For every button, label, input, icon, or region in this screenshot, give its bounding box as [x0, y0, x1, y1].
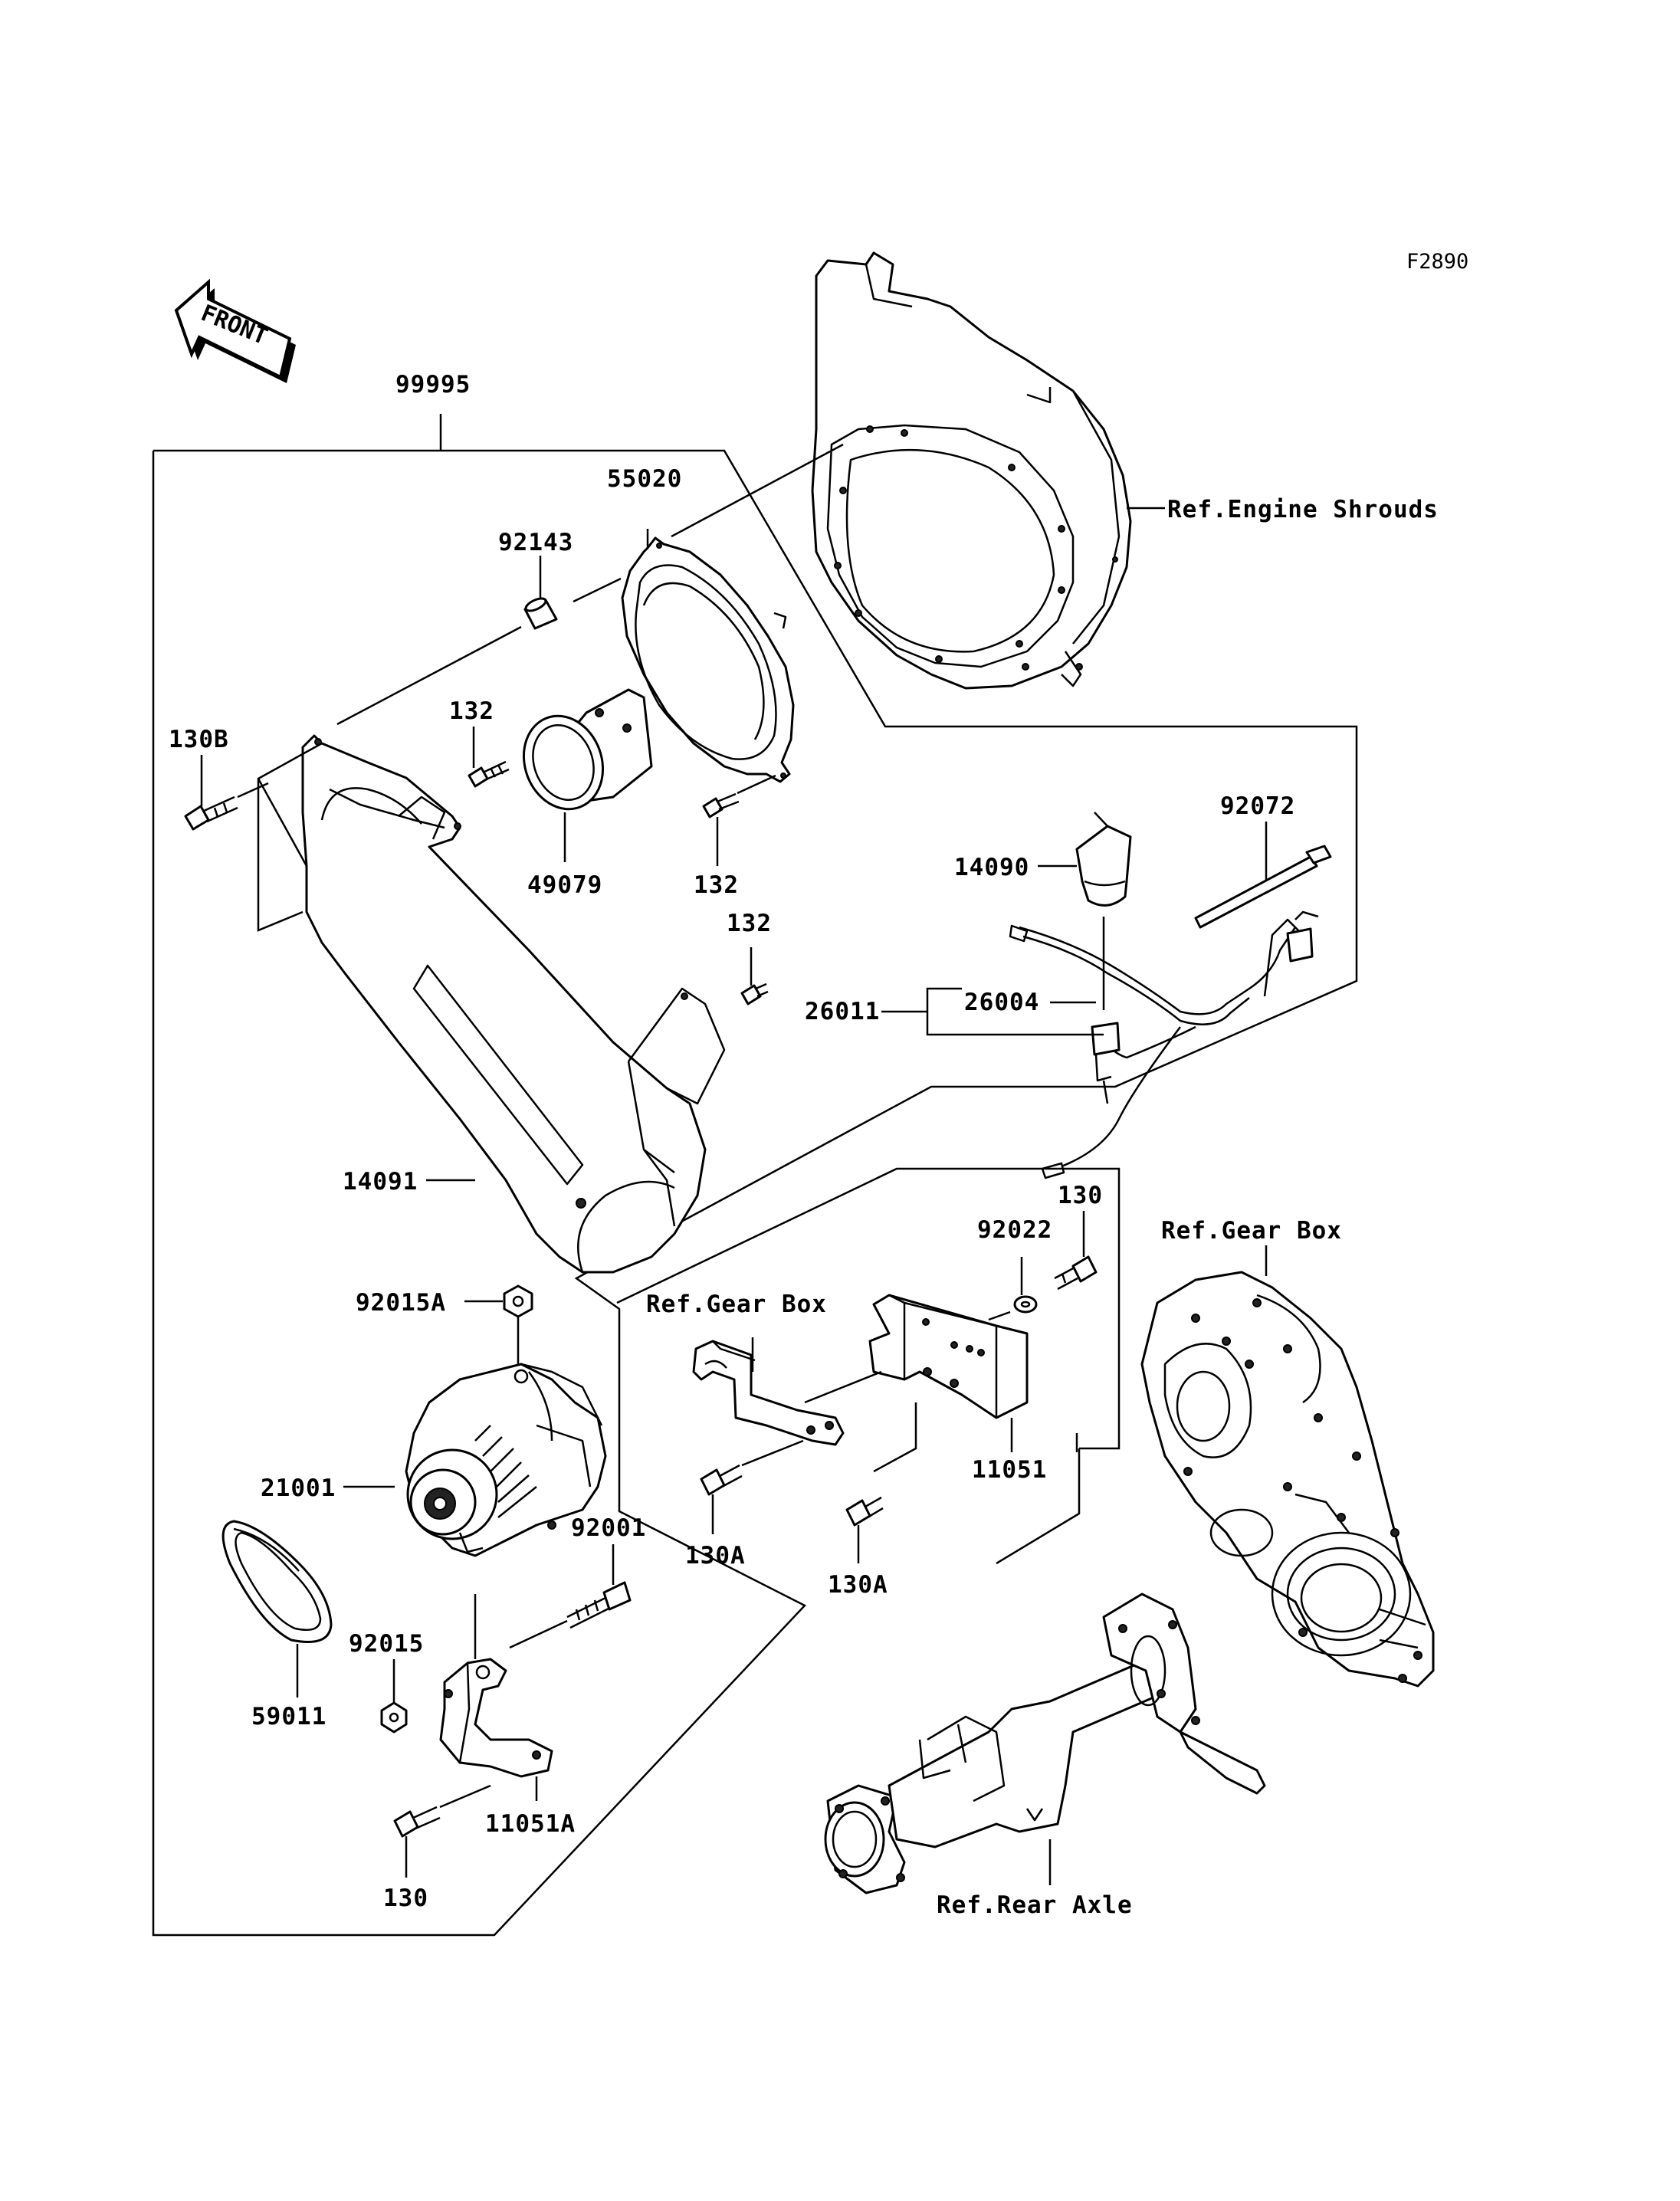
part-49079-label: 49079 — [527, 871, 602, 899]
part-92072-label: 92072 — [1220, 792, 1295, 820]
boot-14090 — [1075, 812, 1132, 907]
part-130-upper-label: 130 — [1058, 1182, 1103, 1209]
part-132-b-label: 132 — [694, 871, 739, 899]
bolt-92001 — [566, 1581, 632, 1629]
rear-axle — [824, 1593, 1266, 1894]
part-132-c-label: 132 — [727, 910, 772, 937]
pin — [523, 597, 558, 630]
part-55020-label: 55020 — [607, 465, 682, 493]
nut-92015A — [503, 1284, 533, 1318]
ref-engine-shrouds-label: Ref.Engine Shrouds — [1167, 496, 1439, 523]
engine-shroud — [811, 251, 1132, 690]
bolt-132-b — [702, 792, 740, 818]
bolt-130A-left — [700, 1464, 743, 1496]
part-132-a-label: 132 — [449, 697, 494, 725]
bracket-11051A — [439, 1594, 553, 1778]
part-92001-label: 92001 — [571, 1514, 646, 1542]
gear-box — [1140, 1271, 1435, 1688]
part-130B-label: 130B — [169, 726, 229, 753]
part-21001-label: 21001 — [261, 1474, 336, 1502]
belt-cover — [257, 734, 726, 1274]
part-14091-label: 14091 — [343, 1168, 418, 1196]
part-11051-label: 11051 — [972, 1456, 1047, 1484]
part-99995-label: 99995 — [395, 371, 471, 399]
bolt-130-upper — [1054, 1255, 1098, 1291]
bolt-130B — [184, 795, 238, 831]
part-92022-label: 92022 — [977, 1216, 1052, 1244]
kit-outline — [152, 414, 1358, 1937]
gearbox-bracket-ref — [692, 1340, 845, 1446]
part-130A-left-label: 130A — [685, 1542, 746, 1570]
ref-rear-axle-label: Ref.Rear Axle — [937, 1891, 1133, 1919]
figure-code: F2890 — [1406, 250, 1468, 274]
part-130A-right-label: 130A — [828, 1571, 888, 1599]
boot — [522, 688, 653, 811]
bolt-130A-right — [845, 1496, 884, 1527]
part-11051A-label: 11051A — [485, 1810, 576, 1838]
nut-92015 — [380, 1701, 408, 1734]
part-92015-label: 92015 — [349, 1630, 424, 1658]
gasket — [621, 536, 795, 783]
part-26011-label: 26011 — [805, 998, 880, 1025]
bolt-132-a — [468, 760, 510, 788]
part-14090-label: 14090 — [954, 854, 1029, 881]
bolt-132-c — [740, 982, 769, 1005]
wire-harness — [1009, 910, 1319, 1179]
part-26004-label: 26004 — [964, 989, 1039, 1016]
ref-gear-box-right-label: Ref.Gear Box — [1161, 1217, 1342, 1245]
part-92143-label: 92143 — [498, 529, 573, 556]
front-arrow-icon: FRONT — [174, 278, 296, 383]
part-59011-label: 59011 — [251, 1703, 326, 1730]
ref-gear-box-left-label: Ref.Gear Box — [646, 1291, 827, 1318]
part-130-lower-label: 130 — [383, 1884, 428, 1912]
part-92015A-label: 92015A — [356, 1289, 446, 1317]
cable-tie — [1194, 845, 1332, 929]
washer — [1013, 1295, 1038, 1314]
drive-belt — [221, 1520, 333, 1643]
bolt-130-lower — [393, 1806, 441, 1838]
alternator — [405, 1363, 607, 1557]
bracket-11051 — [868, 1294, 1029, 1419]
